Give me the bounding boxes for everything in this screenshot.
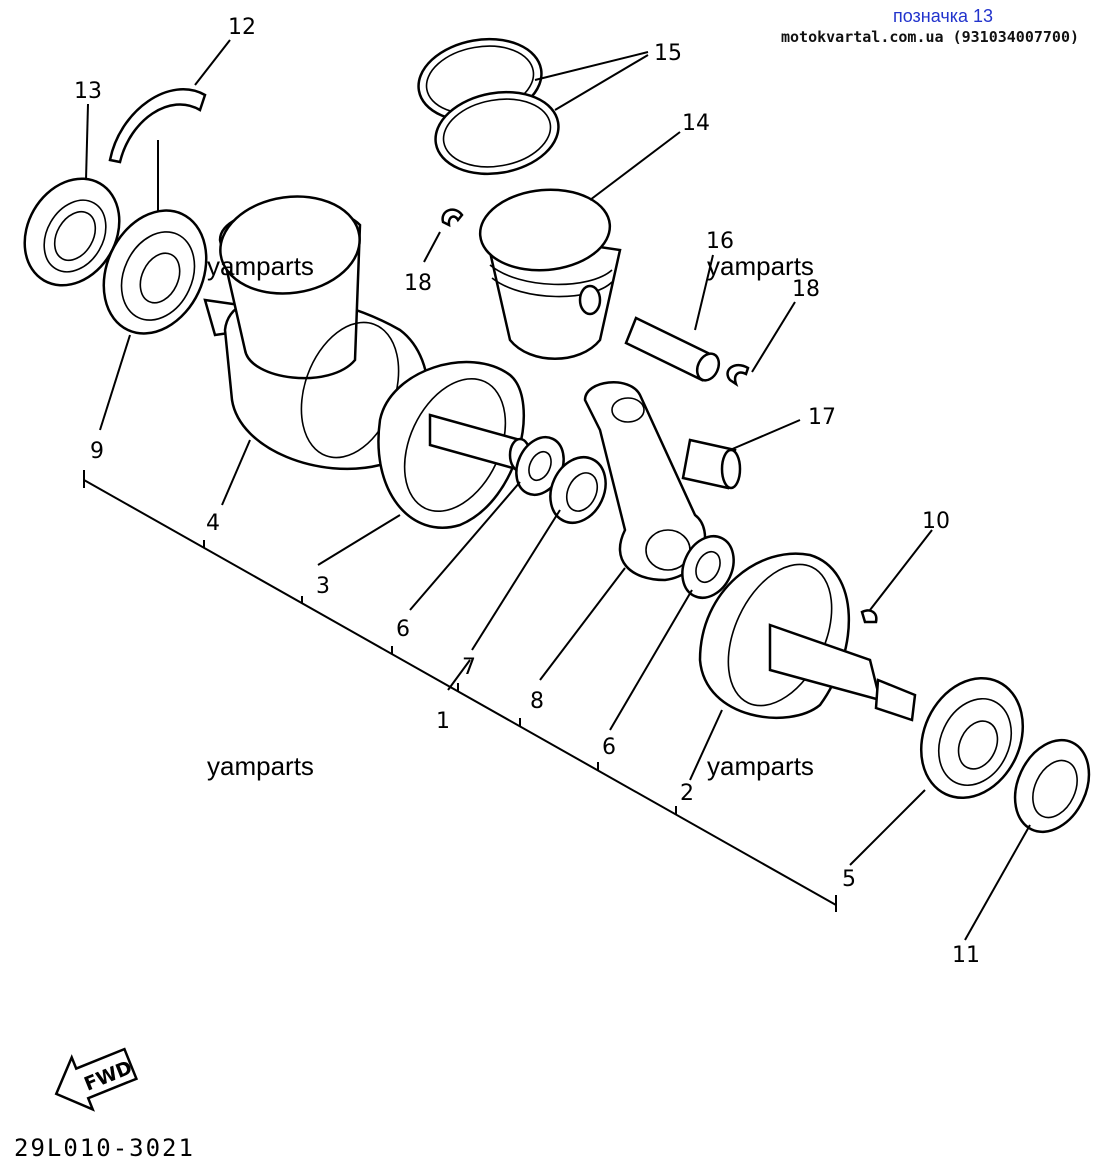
watermark-top-right: yamparts xyxy=(707,251,814,281)
piston-pin-16 xyxy=(624,316,721,382)
callout-11: 11 xyxy=(952,943,980,968)
watermark-bottom-right: yamparts xyxy=(707,751,814,781)
small-end-bearing-17 xyxy=(681,438,742,490)
fwd-arrow: FWD xyxy=(54,1047,139,1112)
bearing-right xyxy=(919,677,1025,799)
crank-web-right-3 xyxy=(377,360,532,529)
piston-pin-clip-right xyxy=(726,363,750,388)
assembly-bracket xyxy=(83,470,837,912)
circlip-12 xyxy=(108,88,207,164)
callout-1: 1 xyxy=(436,709,450,734)
callout-15: 15 xyxy=(654,41,682,66)
watermark-bottom-left: yamparts xyxy=(207,751,314,781)
callout-16: 16 xyxy=(706,229,734,254)
oil-seal-right xyxy=(1013,738,1091,834)
callout-9: 9 xyxy=(90,439,104,464)
piston-rings xyxy=(417,37,560,176)
leader-lines xyxy=(85,39,1031,941)
crank-web-right-2 xyxy=(698,552,917,722)
callout-18-left: 18 xyxy=(404,271,432,296)
header-site: motokvartal.com.ua (931034007700) xyxy=(780,28,1079,46)
thrust-washer-left xyxy=(515,436,565,496)
callout-13: 13 xyxy=(74,79,102,104)
callout-5: 5 xyxy=(842,867,856,892)
header-title: позначка 13 xyxy=(892,6,993,26)
needle-bearing-7 xyxy=(549,456,607,524)
bearing-left xyxy=(102,209,208,335)
callout-3: 3 xyxy=(316,574,330,599)
crank-web-left xyxy=(203,195,430,471)
callout-4: 4 xyxy=(206,511,220,536)
piston-pin-clip-left xyxy=(441,208,464,228)
callout-18-right: 18 xyxy=(792,277,820,302)
diagram-code: 29L010-3021 xyxy=(14,1134,195,1162)
callout-6-right: 6 xyxy=(602,735,616,760)
callout-6-left: 6 xyxy=(396,617,410,642)
callout-17: 17 xyxy=(808,405,836,430)
callout-2: 2 xyxy=(680,781,694,806)
callout-14: 14 xyxy=(682,111,710,136)
piston-14 xyxy=(478,188,622,360)
callout-8: 8 xyxy=(530,689,544,714)
thrust-washer-right xyxy=(681,535,735,599)
callout-7: 7 xyxy=(462,655,476,680)
callout-10: 10 xyxy=(922,509,950,534)
callout-labels: 12 15 13 14 18 16 18 9 17 4 3 6 10 7 1 8… xyxy=(74,15,980,968)
watermark-top-left: yamparts xyxy=(207,251,314,281)
callout-12: 12 xyxy=(228,15,256,40)
